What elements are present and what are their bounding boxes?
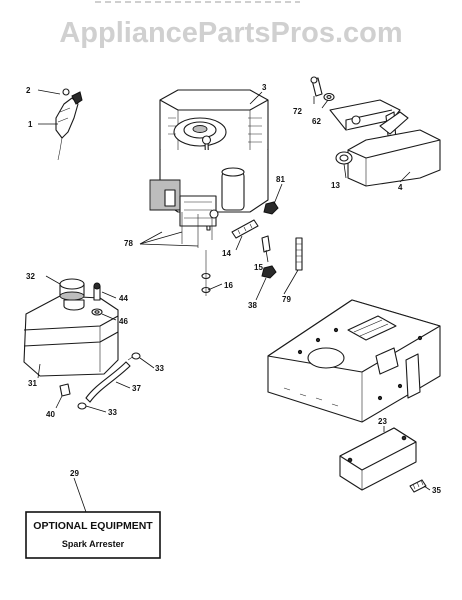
callout-15: 15 [254, 263, 263, 272]
nut-81-part [263, 201, 279, 215]
callout-78: 78 [124, 239, 133, 248]
fuel-tank-part [23, 295, 119, 377]
optional-equipment-title: OPTIONAL EQUIPMENT [33, 520, 153, 532]
leader-lines [37, 89, 431, 513]
clamp-33-upper-part [131, 352, 141, 360]
callout-62: 62 [312, 117, 321, 126]
muffler-part [329, 99, 441, 187]
washer-46-part [91, 308, 103, 316]
callout-14: 14 [222, 249, 231, 258]
fuel-fitting-14-part [231, 219, 259, 239]
fuel-cap-32-part [59, 278, 85, 301]
screw-44-part [93, 282, 101, 301]
washer-62-part [323, 92, 335, 102]
nut-38-part [261, 265, 277, 279]
optional-equipment-subtitle: Spark Arrester [62, 539, 125, 549]
callout-33-upper: 33 [155, 364, 164, 373]
callout-1: 1 [28, 120, 33, 129]
throttle-control-part [55, 88, 83, 161]
callout-2: 2 [26, 86, 31, 95]
engine-part [149, 89, 269, 248]
bolt-79-part [295, 237, 303, 271]
callout-32: 32 [26, 272, 35, 281]
callout-29: 29 [70, 469, 79, 478]
clamp-33-lower-part [77, 402, 87, 410]
callout-72: 72 [293, 107, 302, 116]
callout-13: 13 [331, 181, 340, 190]
callout-44: 44 [119, 294, 128, 303]
callout-38: 38 [248, 301, 257, 310]
bolt-72-part [310, 76, 323, 97]
callout-16: 16 [224, 281, 233, 290]
clip-15-part [261, 235, 271, 253]
callout-23: 23 [378, 417, 387, 426]
washer-16-part [201, 250, 211, 296]
callout-46: 46 [119, 317, 128, 326]
callout-31: 31 [28, 379, 37, 388]
callout-81: 81 [276, 175, 285, 184]
chassis-plate-part [267, 299, 441, 423]
callout-37: 37 [132, 384, 141, 393]
callout-35: 35 [432, 486, 441, 495]
spark-arrester-23-part [339, 427, 417, 491]
fitting-40-part [59, 383, 71, 397]
callout-40: 40 [46, 410, 55, 419]
callout-33-lower: 33 [108, 408, 117, 417]
callout-4: 4 [398, 183, 403, 192]
screw-35-part [409, 479, 427, 493]
callout-3: 3 [262, 83, 267, 92]
clamp-13-part [335, 151, 353, 165]
optional-equipment-box: OPTIONAL EQUIPMENT Spark Arrester [25, 511, 161, 559]
callout-79: 79 [282, 295, 291, 304]
watermark-text: AppliancePartsPros.com [59, 17, 402, 49]
